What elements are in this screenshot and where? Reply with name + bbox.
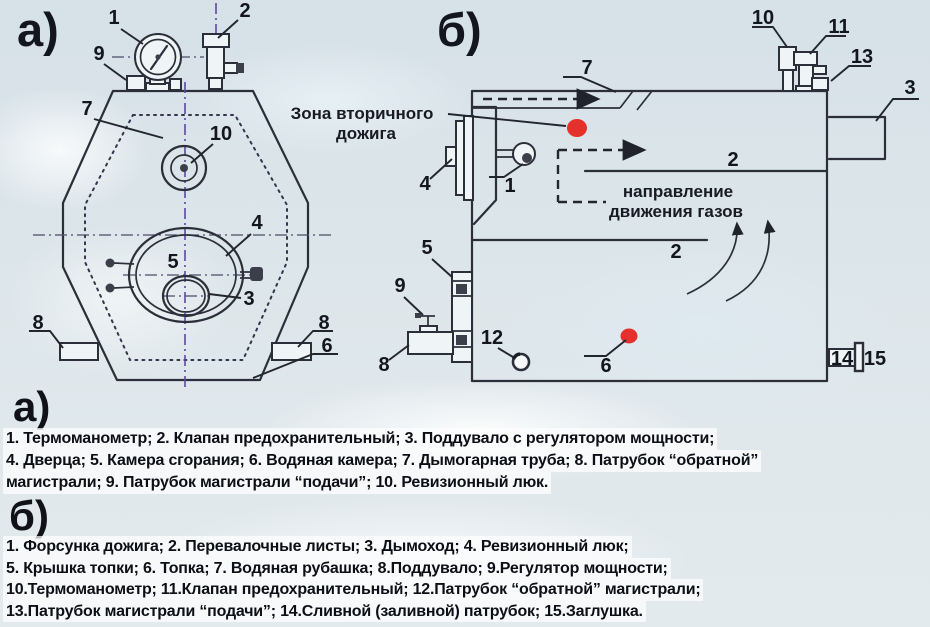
- water-jacket-dotted-outline: [84, 114, 288, 361]
- callout-a-8-right: 8: [318, 312, 329, 334]
- callout-b-2-lower: 2: [670, 241, 681, 263]
- furnace-lid-bracket: [451, 271, 473, 363]
- furnace-door-profile: [470, 105, 498, 226]
- legend-b-line-3: 10.Термоманометр; 11.Клапан предохраните…: [3, 579, 704, 601]
- callout-a-5: 5: [167, 251, 178, 273]
- legend-a-line-2: 4. Дверца; 5. Камера сгорания; 6. Водяна…: [3, 450, 762, 472]
- callout-a-1: 1: [108, 7, 119, 29]
- callout-a-8-left: 8: [32, 312, 43, 334]
- callout-b-11: 11: [828, 16, 849, 38]
- gas-flow-dashed-path: [556, 139, 647, 204]
- hinge-bolt-upper: [105, 258, 115, 268]
- boiler-diagrams: 1 2 9 7 10 4 5 3 8 8 6: [29, 0, 919, 391]
- boiler-side-view: Зона вторичного дожига направление движе…: [291, 7, 919, 383]
- legend-b-header: б): [9, 492, 49, 539]
- legend-a-line-3: магистрали; 9. Патрубок магистрали “пода…: [3, 472, 761, 494]
- inspection-hatch-flange: [445, 115, 474, 201]
- callout-a-4: 4: [251, 212, 263, 234]
- door-handle: [250, 267, 263, 281]
- afterburner-nozzle: [496, 142, 536, 166]
- callout-a-9: 9: [93, 43, 104, 65]
- callout-b-14: 14: [831, 348, 854, 370]
- callout-b-12: 12: [481, 327, 503, 349]
- callout-b-2-upper: 2: [727, 149, 738, 171]
- callout-a-10: 10: [210, 123, 232, 145]
- callout-a-3: 3: [243, 288, 254, 310]
- boiler-front-view: 1 2 9 7 10 4 5 3 8 8 6: [29, 0, 338, 391]
- gas-direction-label-line1: направление: [623, 182, 733, 201]
- legend-a-header: а): [13, 383, 51, 430]
- callout-b-7: 7: [581, 57, 592, 79]
- red-marker-furnace: [620, 328, 638, 344]
- supply-pipe-fitting: [126, 75, 146, 91]
- return-pipe-stub-right: [271, 342, 312, 361]
- inspection-hatch: [160, 144, 208, 192]
- secondary-burn-zone-label-line1: Зона вторичного: [291, 104, 434, 123]
- ash-pit-box: [407, 331, 454, 355]
- callout-b-8: 8: [378, 354, 389, 376]
- callout-b-1: 1: [504, 175, 515, 197]
- callout-b-13: 13: [851, 46, 873, 68]
- callout-b-6: 6: [600, 355, 611, 377]
- fire-tube-channel: [472, 90, 653, 111]
- boiler-shell: [470, 89, 829, 383]
- legend-a-line-1: 1. Термоманометр; 2. Клапан предохраните…: [3, 428, 761, 450]
- callout-b-5: 5: [421, 237, 432, 259]
- callout-b-15: 15: [864, 348, 886, 370]
- plug: [853, 341, 865, 373]
- safety-valve: [202, 33, 244, 90]
- callout-a-6: 6: [321, 335, 332, 357]
- gas-flow-curved-arrows: [686, 219, 776, 302]
- power-regulator-valve: [415, 313, 438, 333]
- callout-b-3: 3: [904, 77, 915, 99]
- callout-a-2: 2: [239, 0, 250, 22]
- callout-b-9: 9: [394, 275, 405, 297]
- thermomanometer-pipe: [778, 46, 797, 92]
- gas-direction-label-line2: движения газов: [609, 202, 743, 221]
- hinge-bolt-lower: [105, 283, 115, 293]
- callout-a-7: 7: [81, 98, 92, 120]
- legend-b-line-4: 13.Патрубок магистрали “подачи”; 14.Слив…: [3, 600, 703, 622]
- supply-pipe-fitting-side: [811, 77, 829, 91]
- callout-b-10: 10: [752, 7, 774, 29]
- legend-b-line-2: 5. Крышка топки; 6. Топка; 7. Водяная ру…: [3, 557, 703, 579]
- red-marker-secondary-zone: [567, 119, 587, 137]
- secondary-burn-zone-label-line2: дожига: [336, 124, 397, 143]
- legend-a: 1. Термоманометр; 2. Клапан предохраните…: [3, 428, 762, 494]
- door: [105, 226, 263, 324]
- legend-b-line-1: 1. Форсунка дожига; 2. Перевалочные лист…: [3, 536, 703, 558]
- return-pipe-stub-left: [59, 342, 99, 361]
- return-pipe-port: [511, 352, 531, 372]
- chimney-outlet: [827, 115, 887, 161]
- section-label-b: б): [437, 3, 482, 56]
- callout-b-4: 4: [419, 173, 431, 195]
- octagon-body: [61, 89, 310, 382]
- legend-b: 1. Форсунка дожига; 2. Перевалочные лист…: [3, 536, 704, 622]
- section-label-a: а): [17, 3, 59, 56]
- thermomanometer-gauge: [134, 33, 182, 92]
